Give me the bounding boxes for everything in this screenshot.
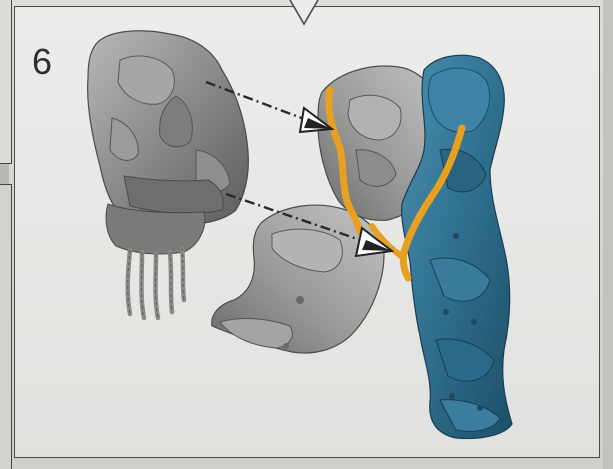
panel-top-notch bbox=[290, 0, 318, 24]
hanging-chains bbox=[128, 248, 184, 318]
gray-torso-front-armor bbox=[88, 31, 249, 318]
